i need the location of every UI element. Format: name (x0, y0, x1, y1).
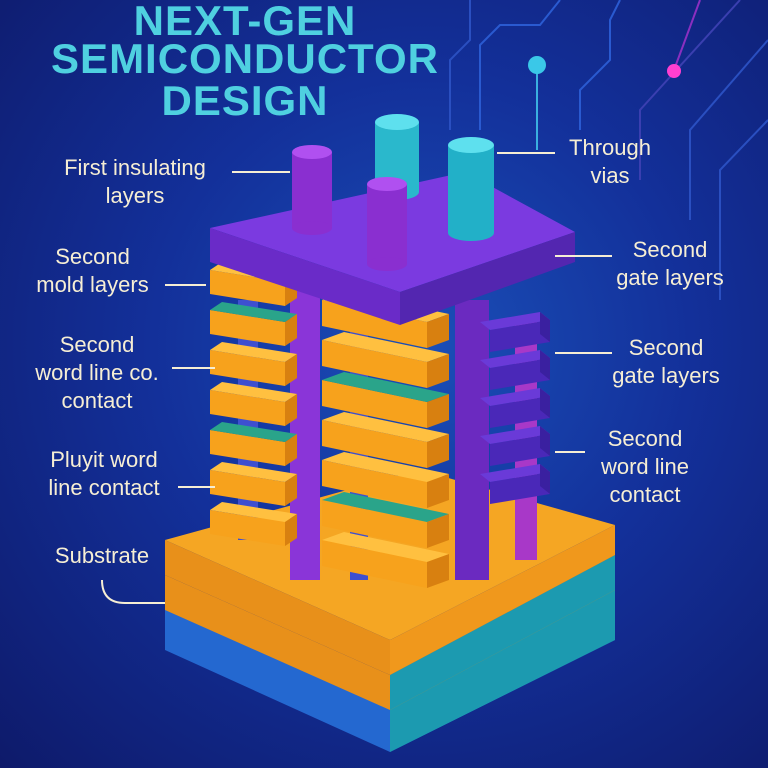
bar-face (427, 434, 449, 468)
label-line: Second (55, 244, 130, 269)
label-pluyit-word-line-contact: Pluyit word line contact (30, 446, 178, 502)
bar-face (322, 412, 449, 442)
bar-face (322, 332, 449, 362)
title-line-3: DESIGN (161, 77, 329, 124)
label-line: Second (628, 335, 704, 360)
bar-face (427, 314, 449, 348)
bar-face (480, 312, 550, 330)
bar-face (285, 434, 297, 466)
bar-face (210, 342, 297, 362)
title-line-2: SEMICONDUCTOR (51, 35, 439, 82)
circuit-traces (449, 0, 768, 300)
label-first-insulating-layers: First insulating layers (40, 154, 230, 210)
label-line: First insulating (64, 155, 206, 180)
label-line: Pluyit word (50, 447, 158, 472)
bar-face (285, 394, 297, 426)
word-line-bars-middle (322, 292, 449, 588)
bar-face (540, 464, 550, 494)
bar-face (322, 420, 427, 468)
bar-face (322, 540, 427, 588)
bar-face (480, 464, 550, 482)
circuit-node-pink (667, 64, 681, 78)
title-line-1: NEXT-GEN (133, 0, 357, 44)
bar-face (490, 358, 550, 390)
bar-face (480, 388, 550, 406)
bar-face (540, 312, 550, 342)
label-second-word-line-contact: Second word line contact (585, 425, 705, 509)
bar-face (427, 514, 449, 548)
label-second-gate-layers-2: Second gate layers (596, 334, 736, 390)
leader-lines (101, 152, 612, 604)
bar-face (322, 492, 449, 522)
label-second-word-line-co-contact: Second word line co. contact (22, 331, 172, 415)
bar-face (540, 350, 550, 380)
bar-face (540, 426, 550, 456)
label-line: Second (59, 332, 135, 357)
label-through-vias: Through vias (555, 134, 665, 190)
bar-face (427, 354, 449, 388)
label-line: word line (600, 454, 690, 479)
label-line: contact (609, 482, 681, 507)
label-line: layers (105, 183, 165, 208)
bar-face (322, 372, 449, 402)
bar-face (210, 422, 297, 442)
label-line: word line co. (35, 360, 159, 385)
bar-face (210, 382, 297, 402)
label-line: mold layers (36, 272, 149, 297)
through-vias (292, 114, 494, 271)
bar-face (322, 532, 449, 562)
bar-face (322, 452, 449, 482)
label-substrate: Substrate (44, 542, 160, 570)
label-line: Second (607, 426, 683, 451)
circuit-node-cyan (528, 56, 546, 74)
bar-face (285, 514, 297, 546)
label-line: Second (632, 237, 708, 262)
bar-face (210, 502, 297, 522)
label-line: gate layers (612, 363, 720, 388)
bar-face (480, 350, 550, 368)
bar-face (285, 314, 297, 346)
label-second-gate-layers-1: Second gate layers (600, 236, 740, 292)
bar-face (490, 434, 550, 466)
bar-face (427, 554, 449, 588)
bar-face (490, 396, 550, 428)
gate-bars-right (480, 312, 550, 504)
bar-face (285, 354, 297, 386)
bar-face (427, 394, 449, 428)
label-line: Through (569, 135, 651, 160)
bar-face (322, 460, 427, 508)
bar-face (322, 340, 427, 388)
label-line: gate layers (616, 265, 724, 290)
bar-face (490, 320, 550, 352)
label-line: vias (590, 163, 630, 188)
bar-face (322, 500, 427, 548)
bar-face (540, 388, 550, 418)
bar-face (427, 474, 449, 508)
substrate (165, 470, 615, 752)
bar-face (285, 474, 297, 506)
bar-face (322, 300, 427, 348)
bar-face (210, 462, 297, 482)
label-line: contact (61, 388, 133, 413)
bar-face (490, 472, 550, 504)
bar-face (210, 302, 297, 322)
bar-face (322, 380, 427, 428)
label-line: line contact (48, 475, 160, 500)
label-line: Substrate (54, 543, 150, 568)
label-second-mold-layers: Second mold layers (20, 243, 165, 299)
bar-face (480, 426, 550, 444)
